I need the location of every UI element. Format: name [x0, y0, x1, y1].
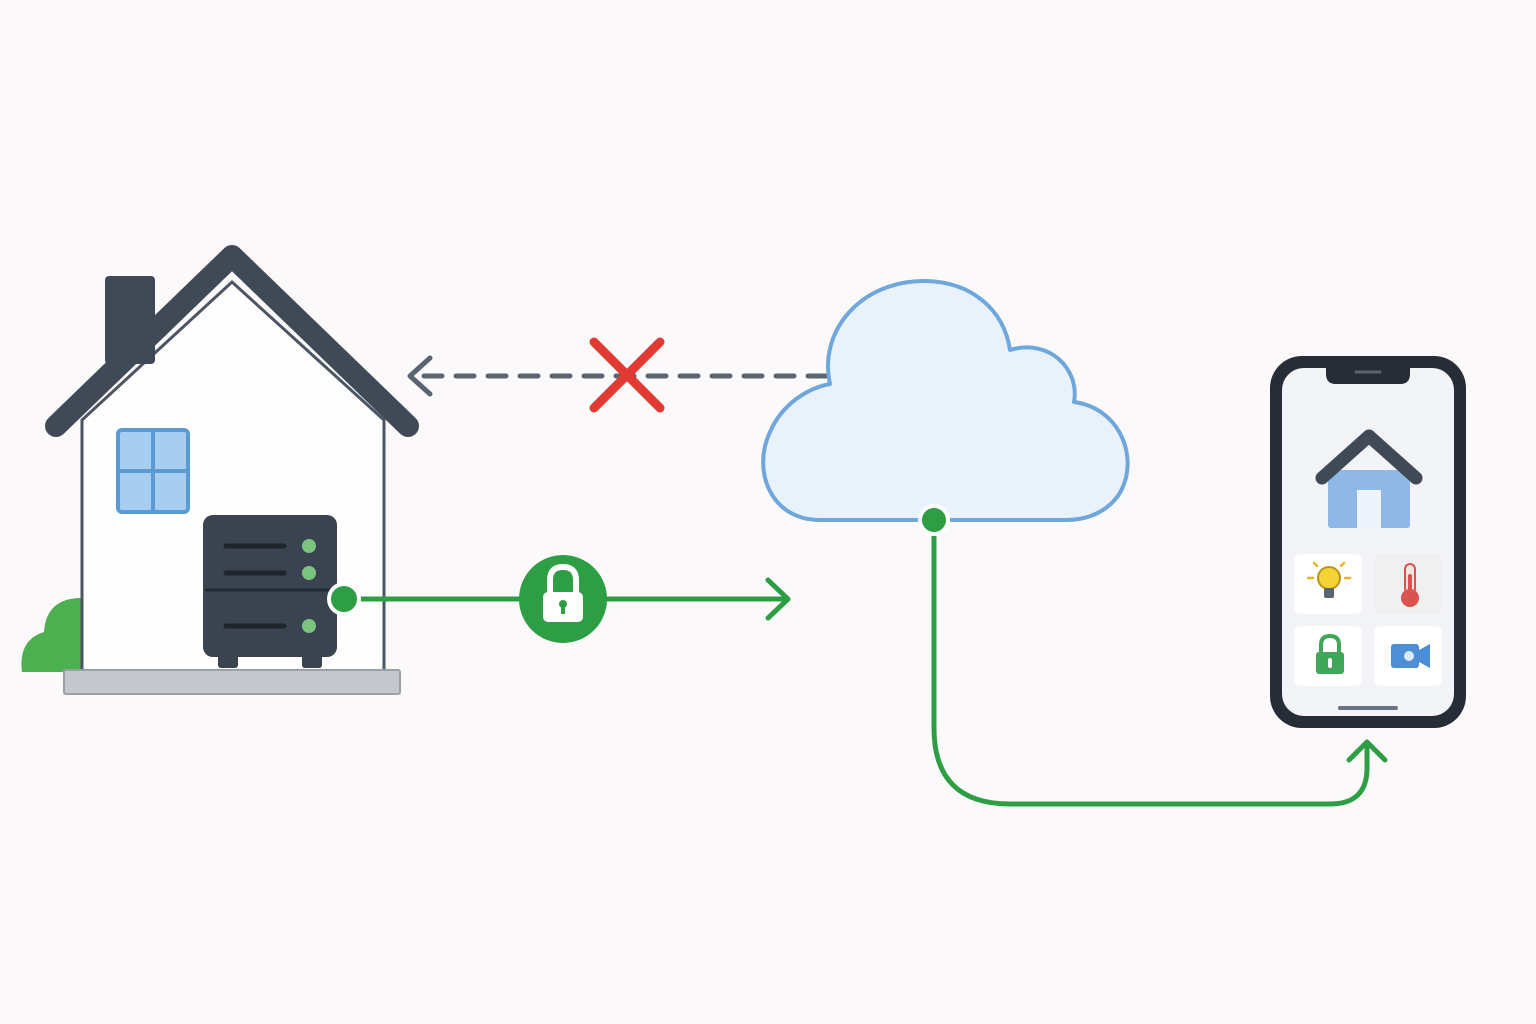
house-roof — [45, 245, 419, 437]
bush-icon — [21, 598, 82, 672]
connection-endpoint — [918, 504, 950, 536]
lightbulb-icon — [1306, 561, 1352, 598]
home-icon[interactable] — [1315, 429, 1423, 528]
smartphone-icon — [1270, 356, 1466, 728]
server-rack-icon — [203, 515, 337, 668]
camera-icon — [1391, 644, 1430, 668]
house-icon — [21, 245, 419, 695]
padlock-icon — [1316, 633, 1344, 674]
camera-tile[interactable] — [1374, 626, 1442, 686]
cloud-icon — [761, 278, 1130, 522]
arrow-right-icon — [765, 577, 791, 621]
thermometer-icon — [1401, 563, 1419, 607]
cloud-to-phone-connection — [918, 504, 1388, 807]
window-icon — [116, 428, 190, 514]
connection-endpoint — [327, 582, 361, 616]
house-foundation — [63, 669, 401, 695]
padlock-tile[interactable] — [1294, 626, 1362, 686]
encrypted-outbound-connection — [327, 555, 791, 643]
server-led — [302, 566, 316, 580]
arrow-left-icon — [407, 355, 433, 397]
lightbulb-tile[interactable] — [1294, 554, 1362, 614]
phone-notch — [1326, 368, 1410, 384]
server-led — [302, 619, 316, 633]
thermometer-tile[interactable] — [1374, 554, 1442, 614]
relay-line — [931, 517, 1370, 807]
padlock-icon — [519, 555, 607, 643]
blocked-inbound-connection — [407, 337, 829, 413]
arrow-up-icon — [1346, 739, 1388, 763]
x-mark-icon — [589, 337, 665, 413]
server-led — [302, 539, 316, 553]
